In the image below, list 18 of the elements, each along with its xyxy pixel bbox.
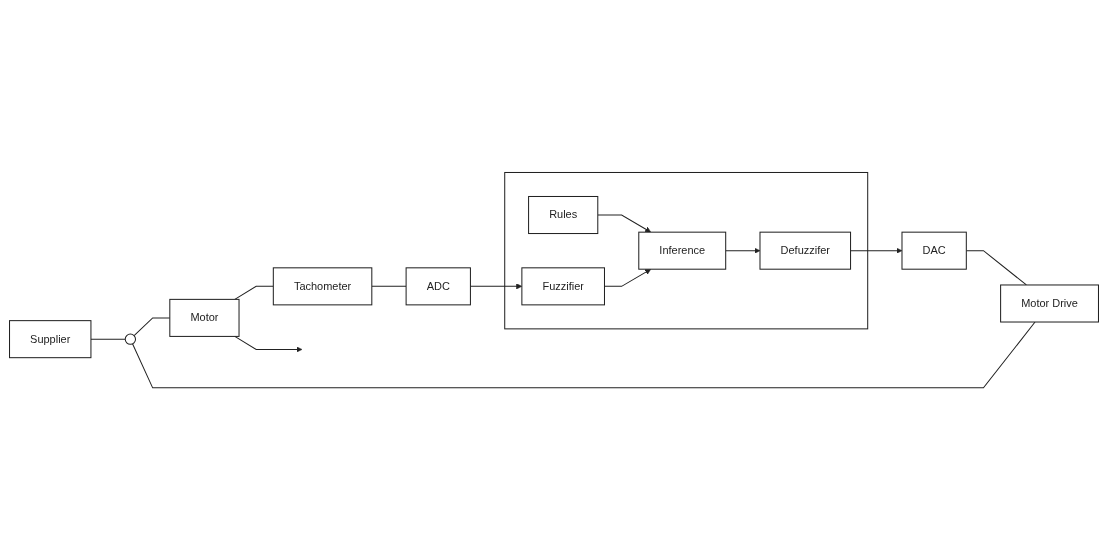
connector: [965, 250, 1027, 286]
node-circle: [124, 333, 136, 345]
node-box: Rules: [527, 195, 598, 234]
node-box: Tachometer: [272, 267, 372, 306]
arrow: [233, 335, 302, 353]
node-box: Motor Drive: [999, 284, 1099, 323]
node-box: Motor: [168, 298, 240, 337]
connector: [133, 317, 170, 336]
node-box: Inference: [637, 231, 726, 270]
arrow: [469, 283, 522, 290]
node-box: Defuzzifer: [758, 231, 851, 270]
node-box: DAC: [900, 231, 967, 270]
node-box: ADC: [405, 267, 471, 306]
connector: [131, 321, 1036, 389]
node-box: Supplier: [8, 319, 91, 359]
node-box: Fuzzifier: [520, 267, 605, 306]
arrow: [603, 268, 651, 287]
cluster: [503, 171, 868, 330]
